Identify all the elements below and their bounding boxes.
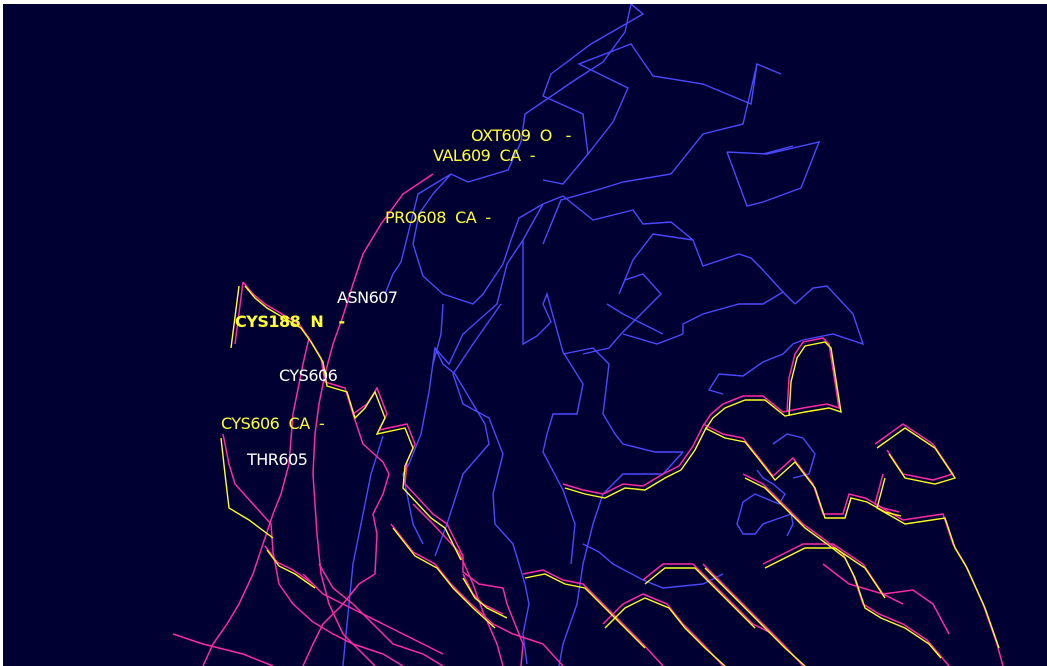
residue-label-thr605: THR605	[247, 450, 308, 469]
atom-label-oxt609-o: OXT609 O -	[471, 126, 571, 145]
backbone-trace	[172, 4, 1004, 666]
atom-label-cys606-ca: CYS606 CA -	[221, 414, 325, 433]
residue-label-cys606: CYS606	[279, 366, 338, 385]
yellow-backbone-chain	[220, 285, 1000, 666]
residue-label-asn607: ASN607	[337, 288, 398, 307]
atom-label-pro608-ca: PRO608 CA -	[385, 208, 491, 227]
molecular-viewer-canvas[interactable]: OXT609 O - VAL609 CA - PRO608 CA - ASN60…	[3, 4, 1047, 666]
blue-backbone-chain	[342, 4, 865, 666]
atom-label-val609-ca: VAL609 CA -	[433, 146, 536, 165]
atom-label-cys188-n: CYS188 N -	[235, 312, 345, 331]
